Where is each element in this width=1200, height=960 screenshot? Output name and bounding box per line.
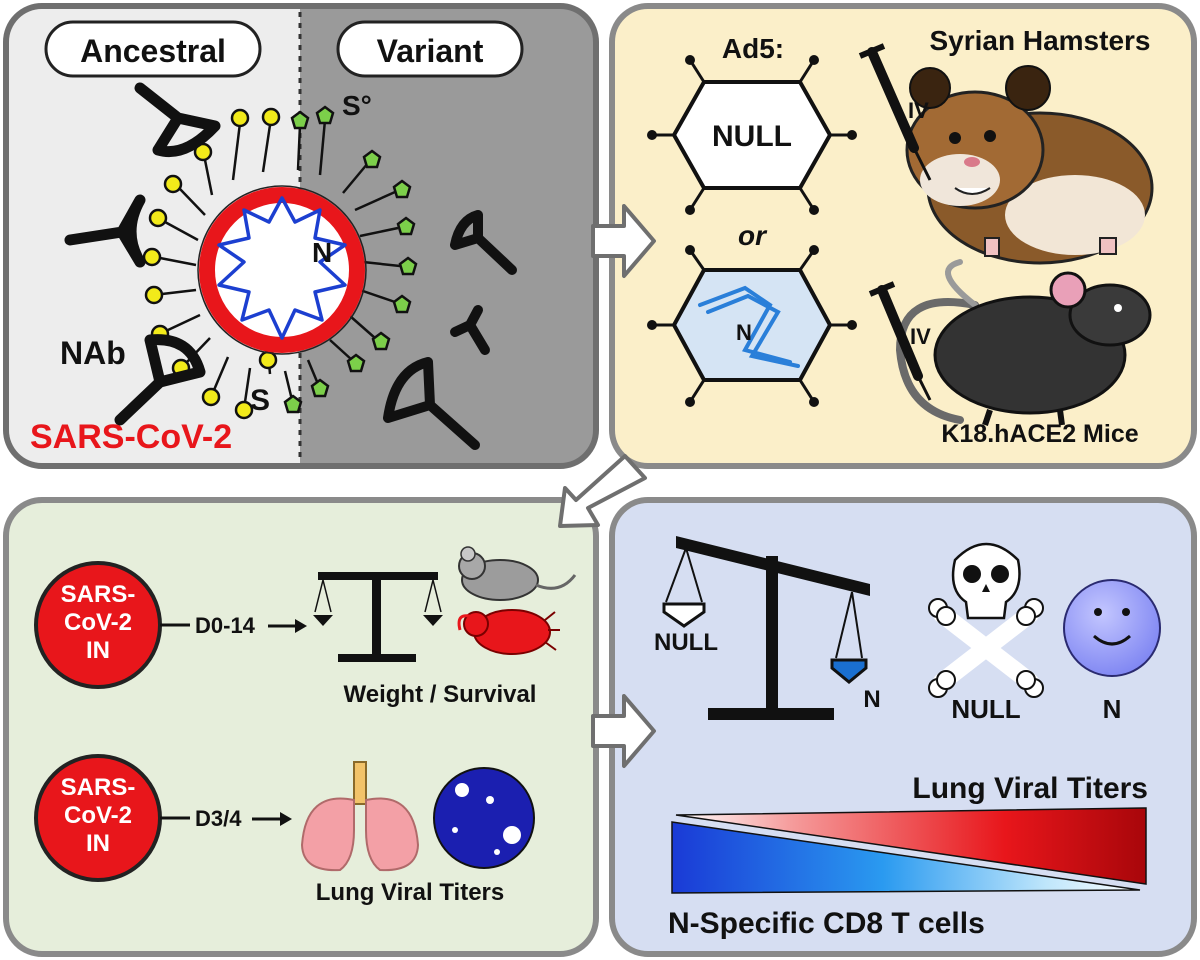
ad5-null-vector: NULL [647, 55, 857, 215]
challenge-2-line-2: CoV-2 [64, 802, 132, 829]
variant-label: Variant [377, 33, 484, 69]
timepoint-2: D3/4 [195, 806, 242, 831]
syringe-mouse-icon [868, 281, 932, 401]
ancestral-pill [44, 20, 262, 78]
balance-scale-icon [313, 572, 443, 662]
arrow-2-icon [252, 812, 292, 826]
outcome-1: Weight / Survival [344, 681, 537, 708]
mouse-illustration [895, 259, 1152, 426]
hamsters-label: Syrian Hamsters [929, 25, 1150, 56]
smiley-face-icon [1063, 579, 1161, 677]
mouse-route-label: IV [910, 324, 931, 349]
tilted-balance-icon [662, 536, 870, 720]
ancestral-label: Ancestral [80, 33, 226, 69]
ad5-n-vector: N [647, 245, 857, 407]
variant-pill [336, 20, 524, 78]
flow-arrows [558, 204, 656, 768]
lungs-icon [300, 761, 420, 872]
panel-virus-escape: Ancestral Variant [3, 3, 599, 469]
arrow-panel1-to-panel2-icon [591, 204, 656, 278]
arrow-panel3-to-panel4-icon [591, 694, 656, 768]
ad5-null-label: NULL [712, 120, 792, 153]
challenge-1-line-2: CoV-2 [64, 609, 132, 636]
arrow-panel2-to-panel3-icon [558, 454, 647, 528]
titers-label: Lung Viral Titers [912, 772, 1148, 805]
challenge-2-line-1: SARS- [61, 774, 136, 801]
hamster-illustration [905, 65, 1154, 265]
cd8-gradient-wedge [671, 821, 1141, 894]
nab-antibodies-free [383, 210, 517, 450]
plaque-assay-icon [433, 767, 535, 869]
mice-label: K18.hACE2 Mice [941, 420, 1138, 448]
rna-genome [217, 196, 347, 340]
panel-challenge: SARS- CoV-2 IN D0-14 Weigh [3, 497, 599, 957]
smiley-n-label: N [1103, 694, 1122, 724]
sick-mouse-icon [457, 609, 560, 655]
cd8-label: N-Specific CD8 T cells [668, 907, 985, 940]
skull-null-label: NULL [951, 694, 1020, 724]
challenge-1-line-1: SARS- [61, 581, 136, 608]
healthy-mouse-icon [458, 546, 577, 601]
virus-label: SARS-CoV-2 [30, 418, 232, 456]
or-label: or [738, 220, 768, 251]
nucleocapsid-label: N [312, 237, 332, 268]
spike-variant-label: S° [342, 90, 372, 121]
scale-null-label: NULL [654, 629, 718, 656]
ad5-n-label: N [736, 320, 752, 345]
challenge-1-line-3: IN [86, 637, 110, 664]
skull-crossbones-icon [928, 542, 1044, 698]
syringe-hamster-icon [858, 43, 932, 181]
timepoint-1: D0-14 [195, 613, 256, 638]
ancestral-side [9, 9, 300, 463]
titers-gradient-wedge [675, 807, 1147, 885]
nab-antibodies-bound [64, 82, 221, 426]
scale-n-label: N [863, 686, 880, 713]
outcome-2: Lung Viral Titers [316, 879, 505, 906]
virus-envelope [199, 187, 365, 353]
arrow-1-icon [268, 619, 307, 633]
panel-outcome: NULL N NULL N Lung Vira [609, 497, 1197, 957]
panel-ad5-vaccination: Ad5: NULL or [609, 3, 1197, 469]
hamster-route-label: IV [908, 98, 929, 123]
ad5-label: Ad5: [722, 33, 784, 64]
spike-label: S [250, 384, 270, 417]
nab-label: NAb [60, 335, 126, 371]
virus-envelope-outline [197, 185, 367, 355]
challenge-2-line-3: IN [86, 830, 110, 857]
